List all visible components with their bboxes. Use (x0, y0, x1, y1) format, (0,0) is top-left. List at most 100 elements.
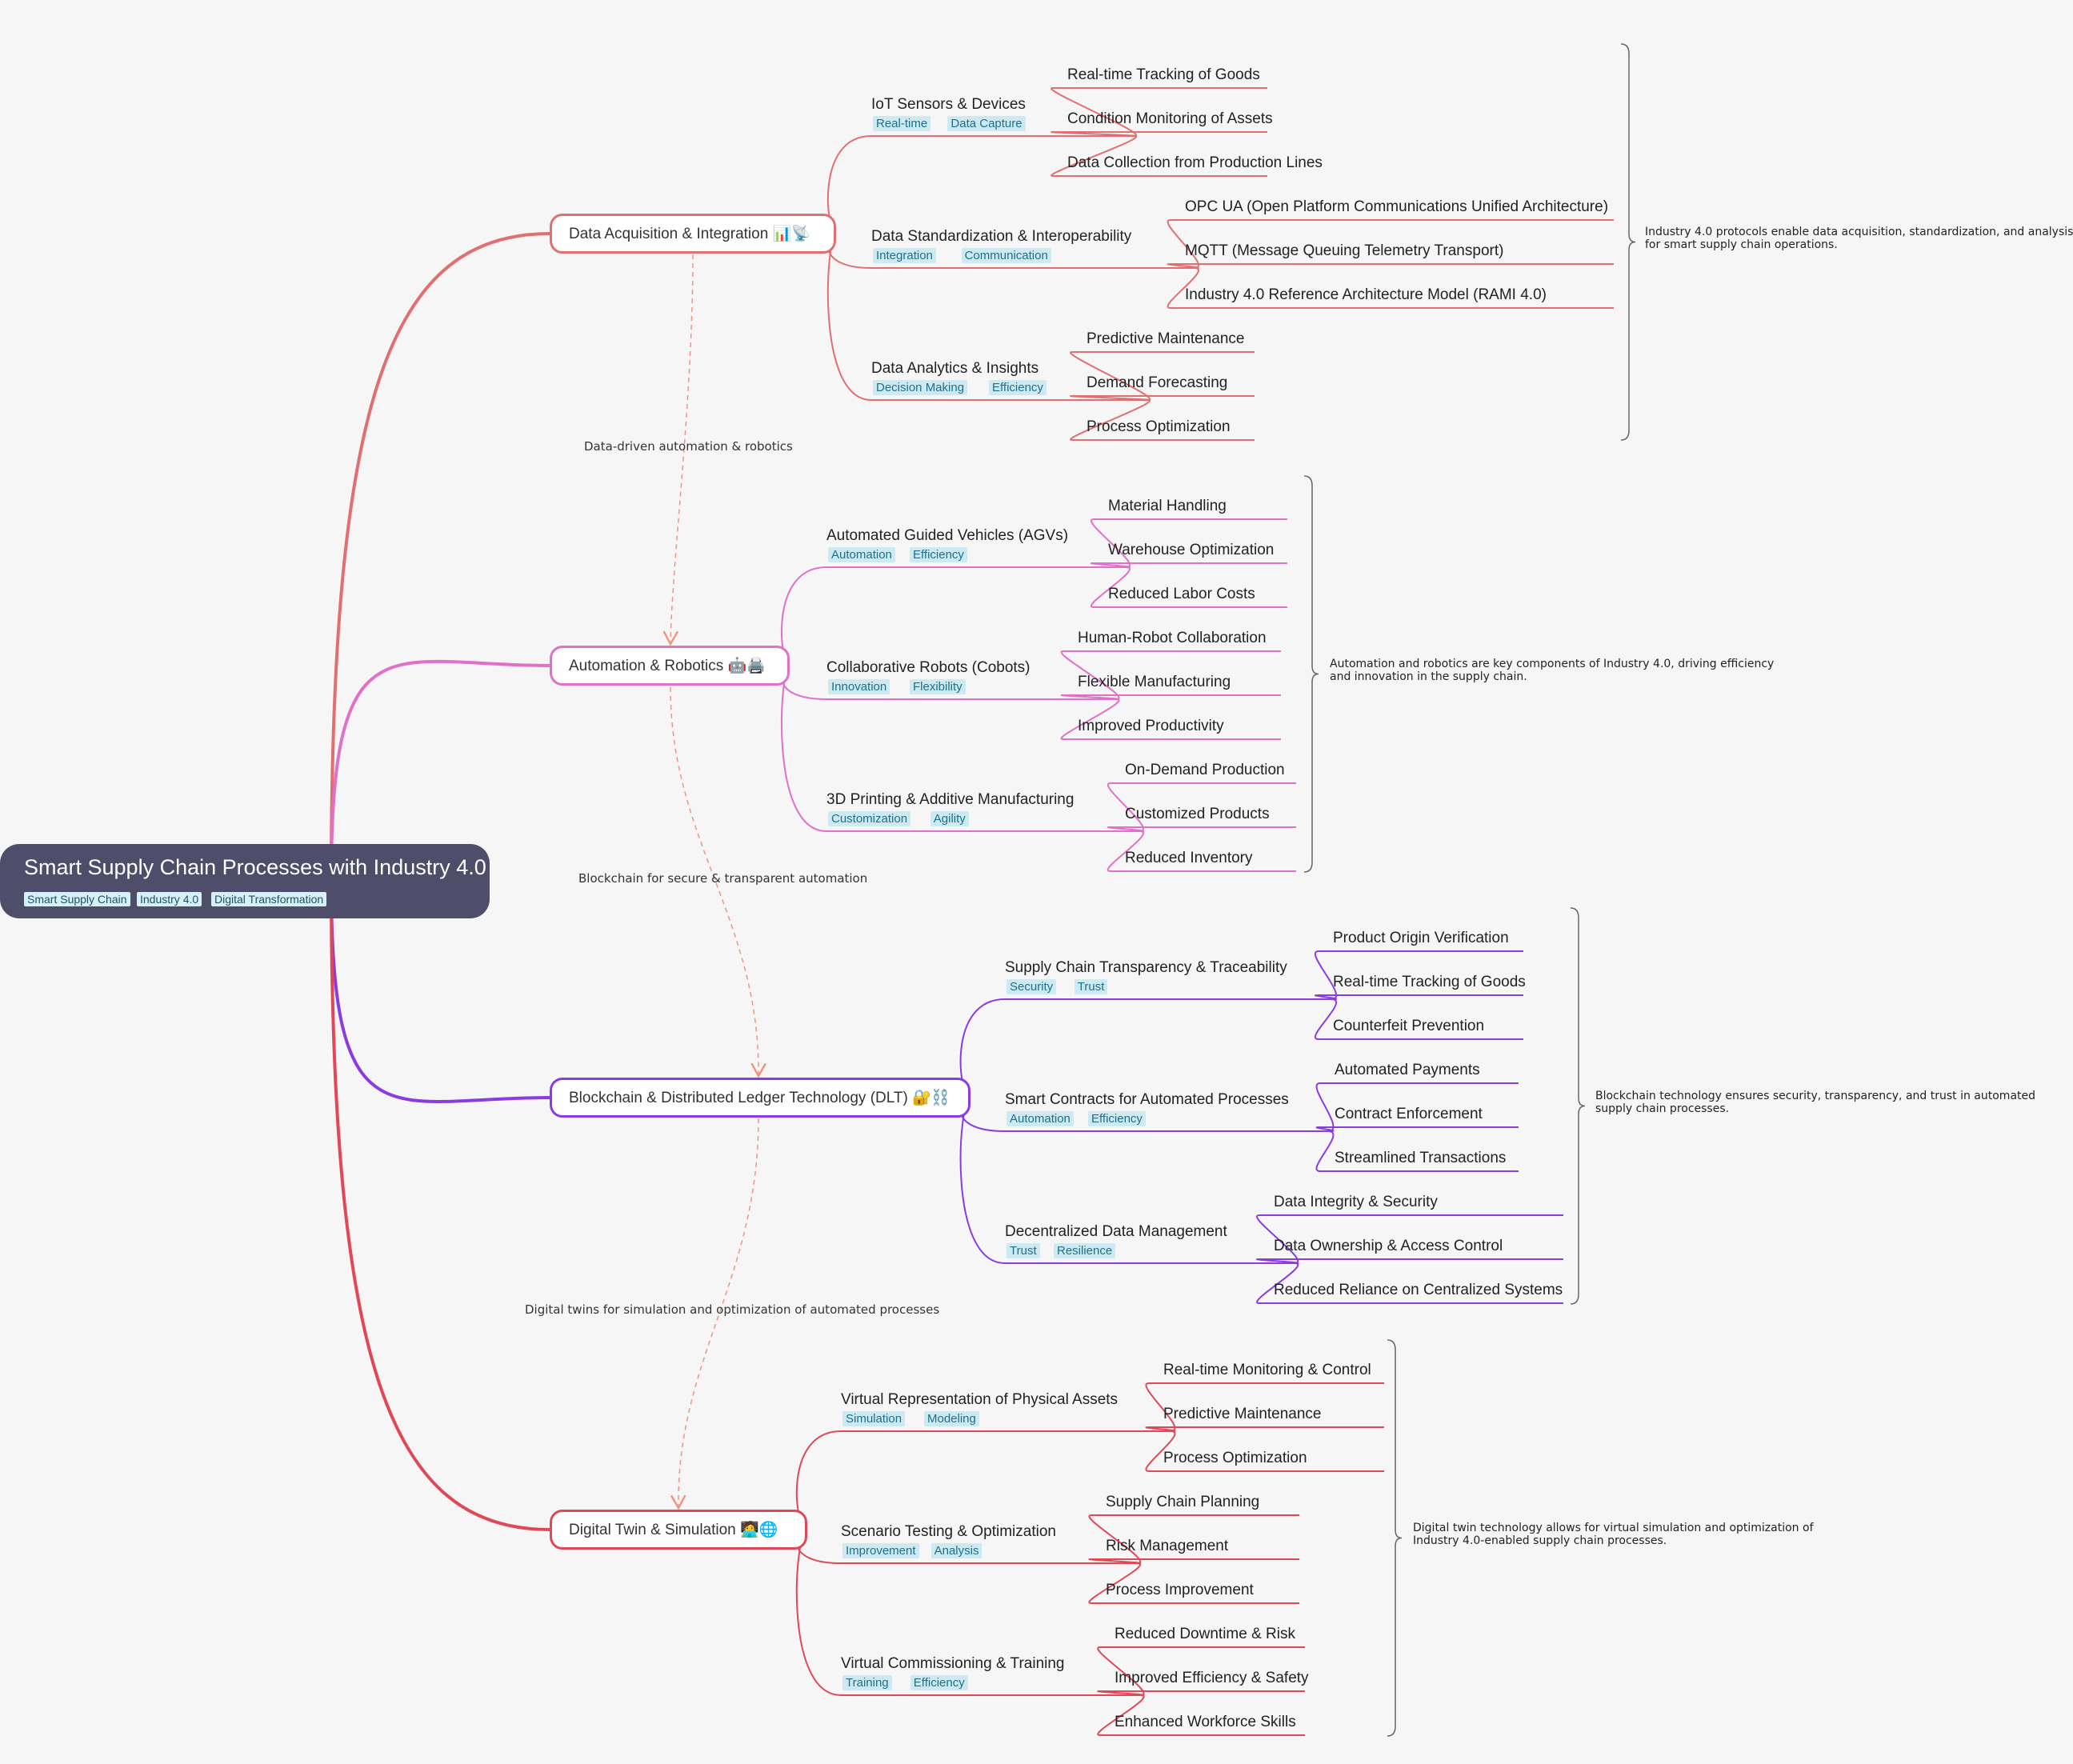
leaf-topic[interactable]: Human-Robot Collaboration (1078, 630, 1267, 646)
leaf-topic[interactable]: Product Origin Verification (1333, 930, 1509, 946)
leaf-topic[interactable]: Risk Management (1106, 1538, 1229, 1554)
leaf-topic[interactable]: Data Ownership & Access Control (1274, 1238, 1503, 1254)
subtopic-label[interactable]: 3D Printing & Additive Manufacturing (826, 791, 1075, 808)
subtopic-label[interactable]: Virtual Commissioning & Training (841, 1655, 1065, 1672)
subtopic-to-leaf-connector (1315, 1082, 1519, 1132)
leaf-topic[interactable]: Automated Payments (1335, 1062, 1480, 1078)
subtopic-label[interactable]: Virtual Representation of Physical Asset… (841, 1391, 1119, 1408)
branch-topic[interactable] (550, 214, 836, 254)
leaf-topic[interactable]: Improved Efficiency & Safety (1115, 1670, 1309, 1686)
leaf-topic[interactable]: Data Integrity & Security (1274, 1194, 1438, 1210)
summary-brace (1570, 907, 1586, 1305)
branch-to-subtopic-connector (826, 135, 872, 234)
leaf-topic[interactable]: Data Collection from Production Lines (1067, 154, 1323, 171)
leaf-topic[interactable]: Streamlined Transactions (1335, 1150, 1507, 1166)
subtopic-to-leaf-connector (1256, 1214, 1563, 1264)
subtopic-tag: Efficiency (1088, 1111, 1146, 1126)
leaf-topic[interactable]: Contract Enforcement (1335, 1106, 1483, 1122)
leaf-topic[interactable]: Reduced Reliance on Centralized Systems (1274, 1282, 1563, 1298)
subtopic-label[interactable]: Data Analytics & Insights (871, 360, 1039, 377)
subtopic-label[interactable]: IoT Sensors & Devices (871, 96, 1026, 113)
summary-note[interactable]: Automation and robotics are key componen… (1330, 658, 1774, 683)
subtopic-tag: Security (1006, 979, 1057, 994)
subtopic-to-leaf-connector (1097, 1646, 1305, 1696)
subtopic-tag: Automation (1006, 1111, 1074, 1126)
leaf-topic[interactable]: Process Optimization (1087, 418, 1231, 435)
leaf-topic[interactable]: Real-time Tracking of Goods (1067, 66, 1260, 83)
root-to-branch-connector (330, 880, 550, 1103)
leaf-topic[interactable]: Demand Forecasting (1087, 374, 1228, 391)
leaf-topic[interactable]: Material Handling (1108, 498, 1227, 514)
leaf-topic[interactable]: Flexible Manufacturing (1078, 674, 1231, 690)
subtopic-label[interactable]: Supply Chain Transparency & Traceability (1005, 959, 1287, 976)
leaf-topic[interactable]: Predictive Maintenance (1163, 1406, 1322, 1422)
root-tag: Smart Supply Chain (24, 892, 130, 906)
summary-note[interactable]: Industry 4.0 protocols enable data acqui… (1645, 226, 2073, 251)
subtopic-tag: Customization (828, 811, 911, 826)
root-topic[interactable]: Smart Supply Chain Processes with Indust… (0, 844, 490, 918)
summary-note[interactable]: Blockchain technology ensures security, … (1595, 1090, 2035, 1115)
subtopic-to-leaf-connector (1088, 1514, 1299, 1564)
leaf-topic[interactable]: Warehouse Optimization (1108, 542, 1275, 558)
subtopic-label[interactable]: Decentralized Data Management (1005, 1223, 1227, 1240)
subtopic-tag: Integration (873, 248, 936, 263)
subtopic-to-leaf-connector (1315, 998, 1523, 1040)
root-to-branch-connector (330, 659, 550, 882)
leaf-topic[interactable]: Reduced Labor Costs (1108, 586, 1255, 602)
leaf-topic[interactable]: Reduced Inventory (1125, 850, 1253, 866)
leaf-topic[interactable]: Counterfeit Prevention (1333, 1018, 1485, 1034)
subtopic-tag: Real-time (873, 116, 931, 131)
summary-note[interactable]: Digital twin technology allows for virtu… (1413, 1522, 1814, 1547)
leaf-topic[interactable]: Improved Productivity (1078, 718, 1224, 734)
leaf-topic[interactable]: Process Improvement (1106, 1582, 1254, 1598)
subtopic-to-leaf-connector (1167, 267, 1614, 309)
leaf-topic[interactable]: Predictive Maintenance (1087, 330, 1245, 347)
relationship-label[interactable]: Blockchain for secure & transparent auto… (578, 871, 868, 886)
subtopic-tag: Data Capture (947, 116, 1026, 131)
leaf-topic[interactable]: MQTT (Message Queuing Telemetry Transpor… (1185, 242, 1504, 259)
subtopic-to-leaf-connector (1091, 518, 1287, 568)
relationship-label[interactable]: Data-driven automation & robotics (584, 439, 793, 454)
branch-topic[interactable] (550, 1510, 807, 1550)
leaf-topic[interactable]: Reduced Downtime & Risk (1115, 1626, 1295, 1642)
summary-brace (1303, 475, 1319, 873)
root-tag: Digital Transformation (211, 892, 327, 906)
branch-topic[interactable] (550, 646, 790, 686)
subtopic-to-leaf-connector (1145, 1382, 1384, 1432)
subtopic-to-leaf-connector (1145, 1430, 1384, 1472)
subtopic-label[interactable]: Smart Contracts for Automated Processes (1005, 1091, 1289, 1108)
relationship-label[interactable]: Digital twins for simulation and optimiz… (525, 1302, 940, 1317)
subtopic-to-leaf-connector (1315, 1130, 1519, 1172)
branch-topic-label: Data Acquisition & Integration 📊📡 (569, 226, 810, 242)
subtopic-tag: Improvement (842, 1543, 919, 1558)
leaf-topic[interactable]: Supply Chain Planning (1106, 1494, 1260, 1510)
branch-topic[interactable] (550, 1078, 970, 1118)
subtopic-tag: Training (842, 1675, 892, 1690)
leaf-topic[interactable]: OPC UA (Open Platform Communications Uni… (1185, 198, 1609, 215)
leaf-topic[interactable]: Customized Products (1125, 806, 1270, 822)
subtopic-to-leaf-connector (1314, 950, 1523, 1000)
subtopic-label[interactable]: Automated Guided Vehicles (AGVs) (826, 527, 1069, 544)
subtopic-to-leaf-connector (1107, 830, 1296, 872)
subtopic-tag: Flexibility (910, 679, 966, 694)
subtopic-to-leaf-connector (1070, 351, 1255, 401)
leaf-topic[interactable]: Industry 4.0 Reference Architecture Mode… (1185, 286, 1547, 303)
root-tag: Industry 4.0 (137, 892, 202, 906)
summary-brace (1387, 1339, 1403, 1737)
leaf-topic[interactable]: Process Optimization (1163, 1450, 1307, 1466)
leaf-topic[interactable]: Condition Monitoring of Assets (1067, 110, 1273, 127)
leaf-topic[interactable]: Real-time Monitoring & Control (1163, 1362, 1371, 1378)
leaf-topic[interactable]: Real-time Tracking of Goods (1333, 974, 1526, 990)
subtopic-to-leaf-connector (1051, 87, 1267, 137)
subtopic-tag: Modeling (924, 1411, 979, 1426)
relationship-arrow (670, 1118, 759, 1510)
subtopic-to-leaf-connector (1145, 1426, 1384, 1432)
leaf-topic[interactable]: Enhanced Workforce Skills (1115, 1714, 1296, 1730)
subtopic-label[interactable]: Scenario Testing & Optimization (841, 1523, 1056, 1540)
subtopic-to-leaf-connector (1315, 994, 1523, 1000)
subtopic-label[interactable]: Data Standardization & Interoperability (871, 228, 1132, 245)
branch-topic-label: Digital Twin & Simulation 🧑‍💻🌐 (569, 1522, 778, 1538)
summary-note-line: Industry 4.0-enabled supply chain proces… (1413, 1534, 1667, 1547)
leaf-topic[interactable]: On-Demand Production (1125, 762, 1285, 778)
subtopic-label[interactable]: Collaborative Robots (Cobots) (826, 659, 1030, 676)
